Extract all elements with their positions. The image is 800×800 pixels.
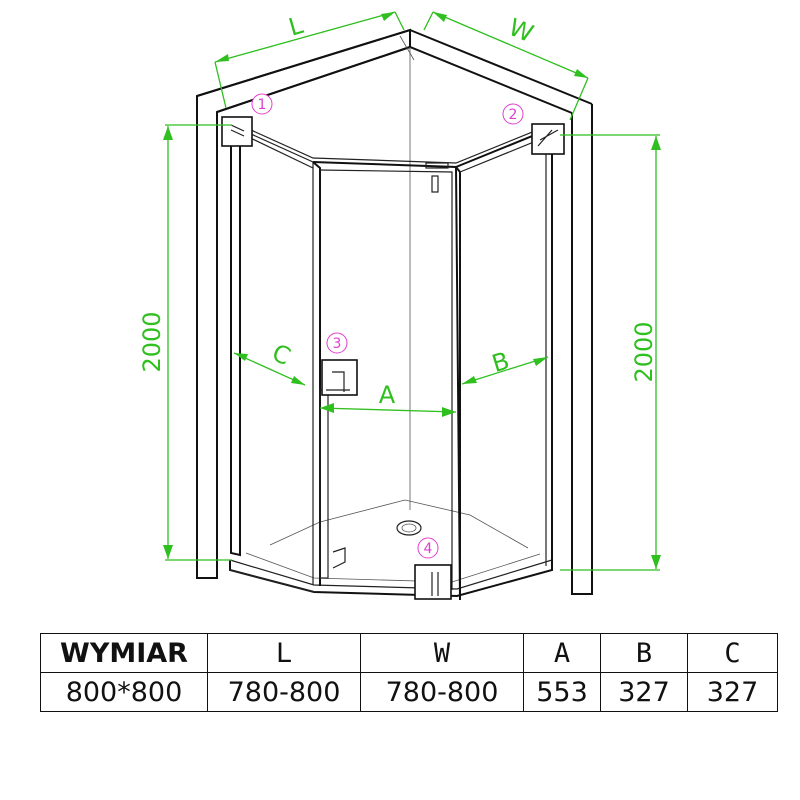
- table-header-cell: C: [687, 633, 778, 673]
- callout-4: 4: [417, 537, 439, 559]
- svg-text:2000: 2000: [630, 321, 658, 382]
- svg-text:C: C: [268, 338, 295, 370]
- table-header-cell: B: [600, 633, 688, 673]
- table-cell: 780-800: [360, 672, 524, 712]
- dimension-height-right: 2000: [560, 134, 661, 571]
- table-header-cell: L: [207, 633, 361, 673]
- dimension-W: W: [423, 11, 589, 121]
- walls: [196, 28, 593, 595]
- dimension-B: B: [461, 347, 549, 385]
- table-row: 800*800 780-800 780-800 553 327 327: [40, 672, 778, 712]
- dimension-A: A: [319, 381, 457, 417]
- drain-icon: [396, 520, 422, 536]
- table-header-cell: W: [360, 633, 524, 673]
- table-cell: 800*800: [40, 672, 208, 712]
- table-header-row: WYMIAR L W A B C: [40, 633, 778, 673]
- shower-enclosure-drawing: 1 2 3 4 L W 2000: [138, 11, 661, 601]
- dimension-table: WYMIAR L W A B C 800*800 780-800 780-800…: [40, 633, 778, 712]
- detail-boxes: [221, 116, 565, 600]
- callout-2: 2: [502, 103, 524, 125]
- table-header-cell: A: [523, 633, 601, 673]
- svg-text:2000: 2000: [138, 311, 166, 372]
- table-cell: 553: [523, 672, 601, 712]
- glass-panels: [230, 120, 553, 601]
- table-cell: 327: [687, 672, 778, 712]
- svg-text:4: 4: [424, 541, 433, 557]
- dimension-C: C: [233, 338, 306, 386]
- svg-text:3: 3: [333, 336, 342, 352]
- dimension-height-left: 2000: [138, 124, 232, 561]
- table-header-cell: WYMIAR: [40, 633, 208, 673]
- callout-3: 3: [326, 332, 348, 354]
- svg-text:L: L: [286, 11, 307, 42]
- table-cell: 780-800: [207, 672, 361, 712]
- svg-text:W: W: [505, 13, 537, 48]
- callout-1: 1: [251, 93, 273, 115]
- table-cell: 327: [600, 672, 688, 712]
- svg-text:A: A: [379, 381, 396, 409]
- svg-text:B: B: [489, 347, 513, 379]
- shower-tray: [229, 499, 553, 598]
- svg-text:1: 1: [258, 97, 267, 113]
- svg-text:2: 2: [509, 107, 518, 123]
